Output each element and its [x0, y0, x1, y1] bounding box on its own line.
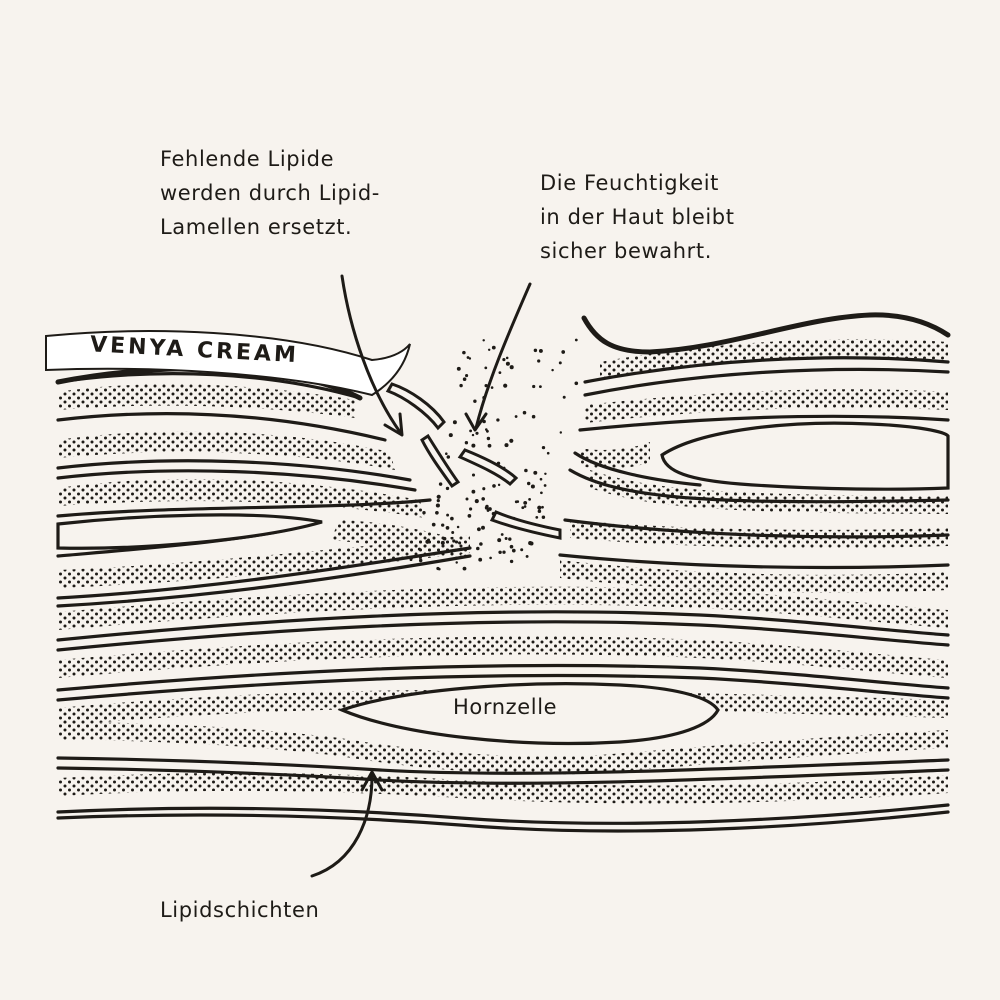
horn-cells	[56, 421, 950, 746]
arrow-moisture	[474, 282, 532, 430]
lipid-lamellae	[385, 382, 562, 540]
missing-lipids-annotation: Fehlende Lipide werden durch Lipid- Lame…	[160, 142, 380, 244]
annotation-arrows	[310, 274, 532, 878]
cream-band: VENYA CREAM	[45, 330, 411, 397]
lamella-1	[385, 382, 446, 431]
moisture-annotation: Die Feuchtigkeit in der Haut bleibt sich…	[540, 166, 735, 268]
missing-lipids-line-3: Lamellen ersetzt.	[160, 215, 353, 239]
arrow-lipid-layers-head	[360, 770, 384, 792]
lipid-dotted-bands-left	[58, 384, 470, 588]
lamella-3	[457, 448, 519, 487]
moisture-line-2: in der Haut bleibt	[540, 205, 735, 229]
horn-cell-label: Hornzelle	[453, 695, 558, 719]
lipid-lines-right	[558, 356, 950, 570]
lamella-2	[420, 433, 461, 489]
horn-cell-main	[337, 682, 720, 746]
arrow-moisture-head	[464, 412, 488, 432]
lipid-layers-label: Lipidschichten	[160, 898, 320, 922]
missing-lipids-line-2: werden durch Lipid-	[160, 181, 380, 205]
arrow-missing-lipids-head	[383, 412, 404, 437]
horn-cell-left	[56, 513, 323, 550]
arrow-lipid-layers	[310, 774, 374, 878]
lamella-4	[489, 510, 562, 540]
moisture-line-1: Die Feuchtigkeit	[540, 171, 720, 195]
lipid-lines-left	[56, 372, 472, 608]
lipid-lines-full	[56, 610, 950, 833]
moisture-line-3: sicher bewahrt.	[540, 239, 713, 263]
horn-cell-right	[660, 421, 950, 491]
arrow-missing-lipids	[340, 274, 402, 434]
missing-lipids-line-1: Fehlende Lipide	[160, 147, 335, 171]
skin-surface-right	[581, 312, 951, 355]
